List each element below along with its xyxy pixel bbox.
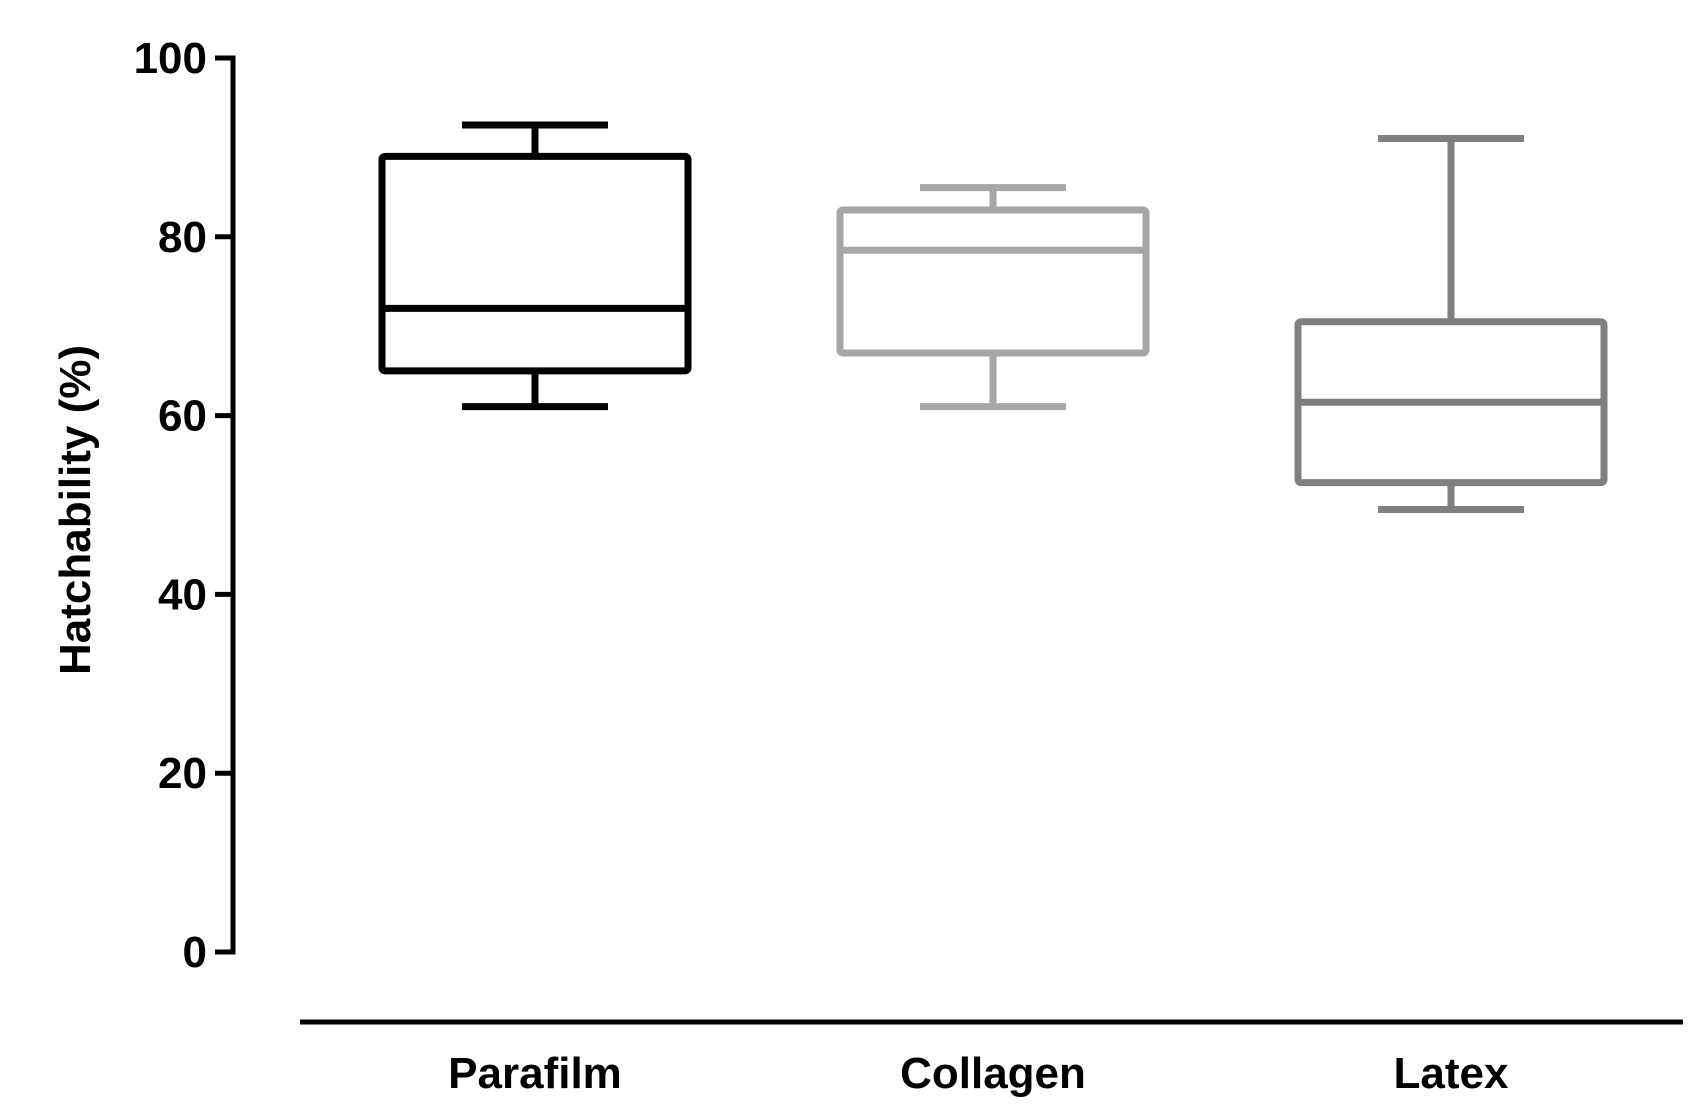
y-tick-label-80: 80 bbox=[158, 213, 207, 262]
x-category-label-latex: Latex bbox=[1394, 1049, 1509, 1098]
box-parafilm bbox=[378, 121, 692, 411]
boxes bbox=[378, 121, 1608, 513]
y-tick-label-60: 60 bbox=[158, 392, 207, 441]
y-ticks: 0 20 40 60 80 100 bbox=[134, 34, 233, 977]
box-latex bbox=[1294, 134, 1608, 513]
x-category-label-parafilm: Parafilm bbox=[448, 1049, 622, 1098]
box-collagen bbox=[836, 184, 1150, 411]
y-tick-label-40: 40 bbox=[158, 570, 207, 619]
y-tick-label-0: 0 bbox=[183, 928, 207, 977]
category-labels: Parafilm Collagen Latex bbox=[448, 1049, 1509, 1098]
y-axis-title: Hatchability (%) bbox=[51, 345, 100, 675]
iqr-box-collagen bbox=[836, 206, 1150, 357]
iqr-box-parafilm bbox=[378, 152, 692, 375]
x-category-label-collagen: Collagen bbox=[900, 1049, 1086, 1098]
y-axis: 0 20 40 60 80 100 bbox=[134, 34, 236, 977]
y-tick-label-100: 100 bbox=[134, 34, 207, 83]
y-tick-label-20: 20 bbox=[158, 749, 207, 798]
